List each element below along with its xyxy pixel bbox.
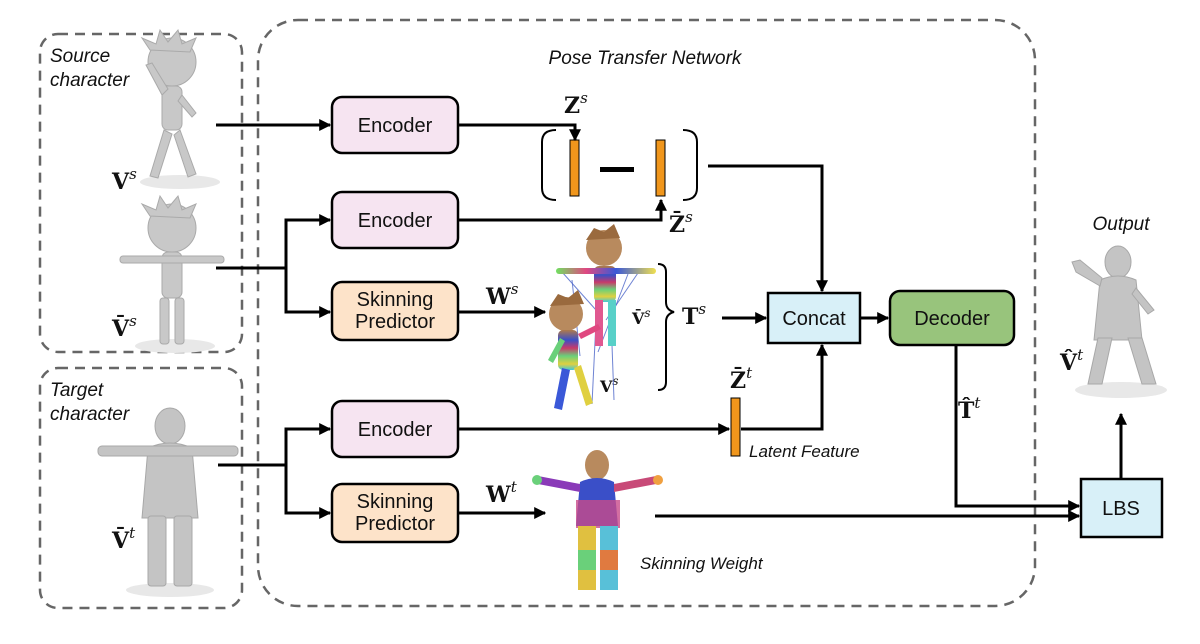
label-Vhat-t: V̂t xyxy=(1059,346,1084,376)
encoder-source-rest-label: Encoder xyxy=(358,210,433,232)
latent-difference xyxy=(541,129,698,201)
label-Vbar-s: V̄s xyxy=(111,312,137,342)
encoder-source-posed: Encoder xyxy=(330,95,460,155)
T-s-brace xyxy=(657,263,675,391)
latent-bar-Zbar-s xyxy=(655,139,666,197)
skinning-predictor-source-line2: Predictor xyxy=(355,311,435,333)
target-label-line1: Target xyxy=(50,380,104,401)
target-skinning-visualization xyxy=(532,450,663,590)
decoder-block: Decoder xyxy=(888,289,1016,347)
source-skinning-visualization xyxy=(548,224,656,410)
label-W-t: Wt xyxy=(485,478,518,508)
edges xyxy=(216,119,1127,522)
encoder-target-label: Encoder xyxy=(358,419,433,441)
decoder-label: Decoder xyxy=(914,308,990,330)
label-small-V-s: Vs xyxy=(599,374,619,396)
latent-bar-Zbar-t xyxy=(730,397,741,457)
label-Z-s: Zs xyxy=(564,89,588,119)
target-label: Target character xyxy=(50,380,130,425)
label-V-s: Vs xyxy=(111,165,137,195)
source-rest-character xyxy=(119,194,225,353)
lbs-label: LBS xyxy=(1102,498,1140,520)
network-label: Pose Transfer Network xyxy=(549,48,743,69)
label-Zbar-t: Z̄t xyxy=(730,364,753,394)
skinning-predictor-source-line1: Skinning xyxy=(357,289,434,311)
latent-feature-caption: Latent Feature xyxy=(749,442,860,461)
label-T-s: Ts xyxy=(682,300,706,330)
minus-sign xyxy=(600,167,634,172)
label-W-s: Ws xyxy=(485,280,519,310)
target-rest-character xyxy=(97,407,239,597)
source-posed-character xyxy=(140,28,220,189)
source-region xyxy=(38,32,244,354)
latent-bar-Zs xyxy=(569,139,580,197)
output-label: Output xyxy=(1092,214,1150,235)
label-That-t: T̂t xyxy=(958,394,981,424)
skinning-predictor-target-line1: Skinning xyxy=(357,491,434,513)
label-small-Vbar-s: V̄s xyxy=(631,306,651,328)
target-label-line2: character xyxy=(50,404,130,425)
lbs-block: LBS xyxy=(1079,477,1164,539)
skinning-predictor-target-line2: Predictor xyxy=(355,513,435,535)
source-label: Source character xyxy=(50,46,130,91)
concat-block: Concat xyxy=(766,291,862,345)
label-Vbar-t: V̄t xyxy=(111,524,136,554)
label-Zbar-s: Z̄s xyxy=(669,208,693,238)
skinning-weight-caption: Skinning Weight xyxy=(640,554,764,573)
encoder-source-posed-label: Encoder xyxy=(358,115,433,137)
concat-label: Concat xyxy=(782,308,846,330)
target-region xyxy=(38,366,244,610)
encoder-source-rest: Encoder xyxy=(330,190,460,250)
output-character xyxy=(1071,245,1167,398)
encoder-target: Encoder xyxy=(330,399,460,459)
source-label-line1: Source xyxy=(50,46,110,67)
network-region xyxy=(256,18,1037,608)
source-label-line2: character xyxy=(50,70,130,91)
